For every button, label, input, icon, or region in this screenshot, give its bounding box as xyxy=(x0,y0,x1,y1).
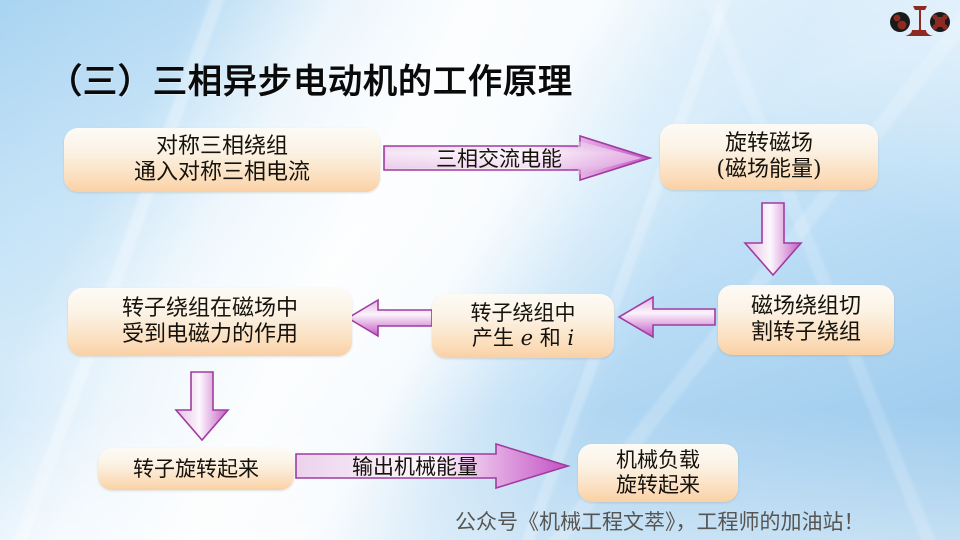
arrow-down-to-rotor xyxy=(174,371,230,442)
arrow-mechanical-output xyxy=(295,442,571,490)
symbol-i: i xyxy=(567,326,575,350)
page-title: （三）三相异步电动机的工作原理 xyxy=(48,62,573,102)
node-symmetric-three-phase-winding: 对称三相绕组 通入对称三相电流 xyxy=(64,128,380,192)
node-line-1: 磁场绕组切 xyxy=(750,294,861,320)
arrow-label-three-phase-power: 三相交流电能 xyxy=(436,147,562,171)
arrow-left-emf-to-force xyxy=(346,298,433,338)
node-line-2: 旋转起来 xyxy=(616,473,700,497)
arrow-label-mechanical-output: 输出机械能量 xyxy=(352,455,478,479)
arrow-down-to-cut xyxy=(743,202,803,277)
node-line-2: 割转子绕组 xyxy=(750,320,861,345)
node-rotating-magnetic-field: 旋转磁场 (磁场能量) xyxy=(660,124,878,190)
node-mechanical-load-rotates: 机械负载 旋转起来 xyxy=(578,444,738,502)
symbol-e: e xyxy=(520,326,534,350)
node-line-2: (磁场能量) xyxy=(716,157,822,182)
node-field-cuts-rotor-winding: 磁场绕组切 割转子绕组 xyxy=(718,285,894,355)
node-line-1: 旋转磁场 xyxy=(724,131,813,157)
node-line-1: 转子绕组中 xyxy=(470,301,576,326)
node-induced-emf-and-current: 转子绕组中 产生 e 和 i xyxy=(432,294,614,358)
arrow-left-cut-to-emf xyxy=(617,295,716,339)
footer-watermark: 公众号《机械工程文萃》，工程师的加油站！ xyxy=(455,510,865,534)
gear-wrench-logo xyxy=(888,4,950,38)
node-line-1: 对称三相绕组 xyxy=(155,134,288,160)
node-electromagnetic-force-on-rotor: 转子绕组在磁场中 受到电磁力的作用 xyxy=(68,288,352,356)
node-line-1: 转子绕组在磁场中 xyxy=(121,296,298,322)
node-line-1: 机械负载 xyxy=(616,448,700,473)
arrow-three-phase-power xyxy=(383,134,653,182)
node-line-2: 通入对称三相电流 xyxy=(133,160,310,185)
node-line-1: 转子旋转起来 xyxy=(133,456,259,481)
node-line-2-conjunction: 和 xyxy=(533,326,568,350)
node-rotor-starts-rotating: 转子旋转起来 xyxy=(98,448,294,490)
node-line-2: 产生 e 和 i xyxy=(471,326,576,351)
node-line-2: 受到电磁力的作用 xyxy=(121,322,298,347)
node-line-2-prefix: 产生 xyxy=(471,326,521,350)
